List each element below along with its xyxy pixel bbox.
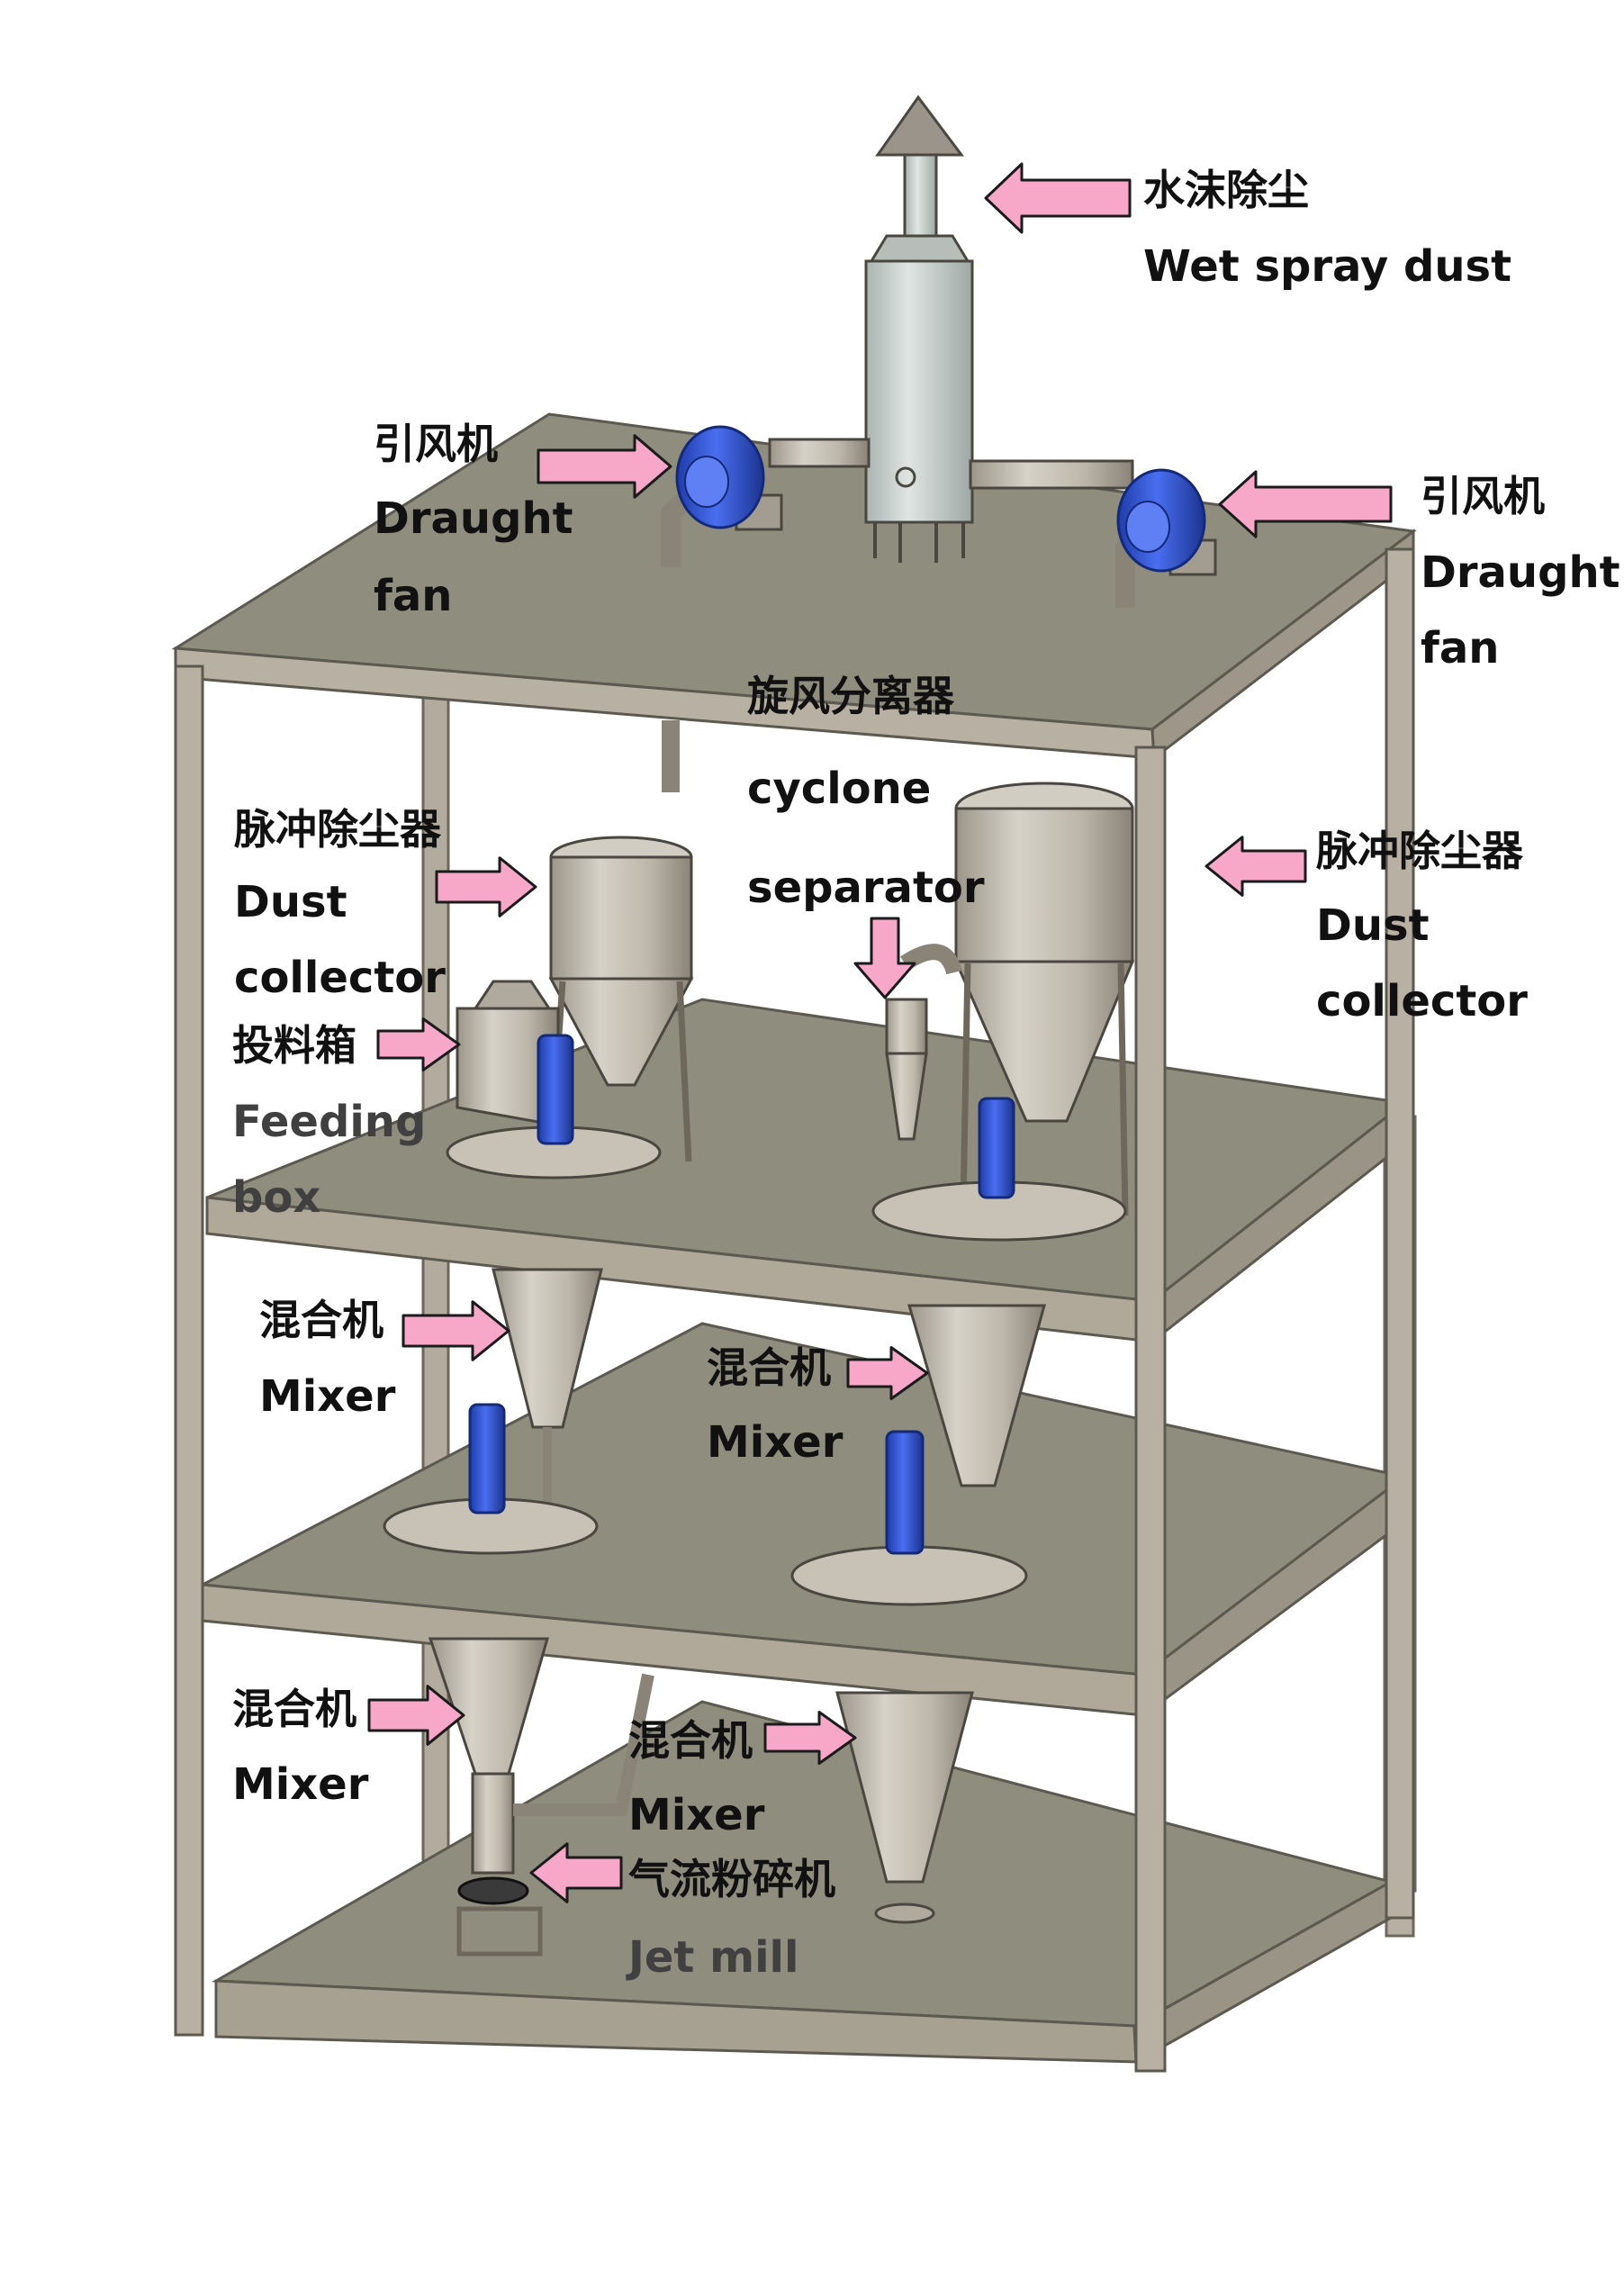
arrow-mixer-4: [763, 1711, 857, 1765]
fan-left-en2: fan: [374, 571, 453, 621]
dust-left-en2: collector: [234, 953, 446, 1003]
arrow-dust-left: [435, 856, 537, 917]
dust-collector-right: [953, 782, 1135, 1216]
arrow-jetmill: [529, 1842, 623, 1903]
wet-spray-en: Wet spray dust: [1143, 241, 1512, 292]
roof-deck: [171, 412, 1417, 761]
mixer-cone-ground-right: [835, 1691, 974, 1924]
fan-right-cn: 引风机: [1421, 472, 1545, 520]
jetmill-en: Jet mill: [628, 1932, 799, 1983]
arrow-mixer-2: [846, 1346, 929, 1400]
mixer-4-cn: 混合机: [628, 1716, 753, 1765]
draught-fan-right: [1116, 468, 1217, 576]
mixer-4-en: Mixer: [628, 1790, 765, 1840]
arrow-cyclone: [853, 917, 916, 999]
mixer-3-cn: 混合机: [232, 1685, 356, 1733]
dust-right-cn: 脉冲除尘器: [1316, 827, 1523, 875]
feeding-box: [456, 980, 560, 1127]
dust-collector-left: [547, 720, 694, 1162]
arrow-dust-right: [1204, 836, 1307, 897]
mixer-level2-right: [790, 1430, 1028, 1606]
mixer-2-en: Mixer: [707, 1417, 844, 1468]
dust-right-en1: Dust: [1316, 900, 1430, 951]
cyclone-separator: [885, 944, 962, 1141]
draught-fan-left: [675, 425, 783, 531]
jetmill-cn: 气流粉碎机: [628, 1855, 835, 1903]
arrow-fan-left: [537, 434, 672, 499]
mixer-cone-level2-right: [907, 1304, 1046, 1487]
floor-ground: [211, 1700, 1394, 2065]
mixer-1-en: Mixer: [259, 1371, 396, 1422]
front-posts: [174, 547, 1415, 2073]
feeding-cn: 投料箱: [232, 1021, 356, 1070]
mixer-1-cn: 混合机: [259, 1296, 383, 1344]
cyclone-cn: 旋风分离器: [747, 672, 954, 720]
mixer-3-en: Mixer: [232, 1759, 369, 1810]
arrow-feeding: [376, 1017, 461, 1071]
jet-mill: [456, 1673, 654, 1957]
fan-left-en1: Draught: [374, 493, 573, 544]
mixer-2-cn: 混合机: [707, 1343, 831, 1392]
arrow-mixer-1: [401, 1300, 510, 1361]
dust-left-cn: 脉冲除尘器: [234, 805, 441, 854]
mixer-top-right-station: [871, 1097, 1127, 1242]
fan-right-en2: fan: [1421, 623, 1500, 673]
fan-right-en1: Draught: [1421, 547, 1620, 598]
mixer-top-left-station: [446, 1034, 662, 1180]
cyclone-en1: cyclone: [747, 764, 932, 814]
mixer-level2-left: [383, 1403, 599, 1555]
arrow-wet-spray: [984, 162, 1132, 234]
arrow-fan-right: [1218, 470, 1393, 538]
feeding-en1: Feeding: [232, 1097, 427, 1147]
dust-left-en1: Dust: [234, 877, 347, 927]
callout-arrows: [367, 162, 1393, 1903]
wet-spray-cn: 水沫除尘: [1143, 166, 1309, 214]
cyclone-en2: separator: [747, 863, 985, 913]
wet-spray-dust-stack: [864, 95, 974, 563]
dust-right-en2: collector: [1316, 976, 1528, 1026]
feeding-en2: box: [232, 1172, 321, 1223]
fan-left-cn: 引风机: [374, 420, 498, 468]
arrow-mixer-3: [367, 1685, 465, 1746]
floor-level-2: [197, 1322, 1408, 1718]
